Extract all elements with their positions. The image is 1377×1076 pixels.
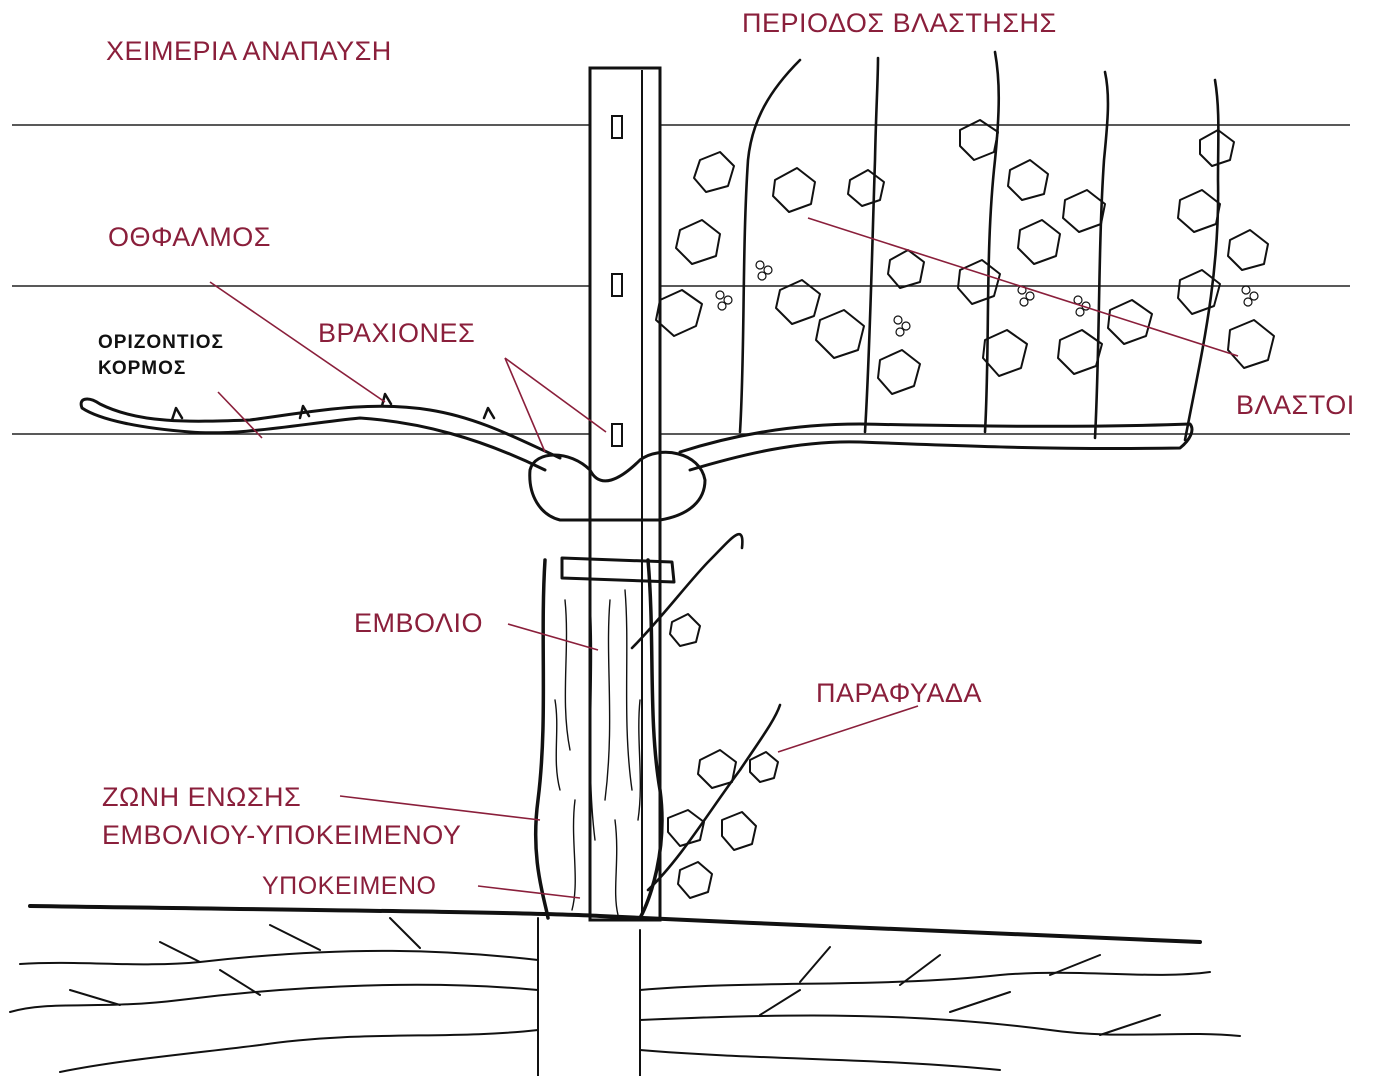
label-sucker: ΠΑΡΑΦΥΑΔΑ bbox=[816, 678, 982, 709]
label-shoots: ΒΛΑΣΤΟΙ bbox=[1236, 390, 1355, 421]
label-horizontal-cordon-line2: ΚΟΡΜΟΣ bbox=[98, 356, 224, 382]
label-winter-rest: ΧΕΙΜΕΡΙΑ ΑΝΑΠΑΥΣΗ bbox=[106, 36, 392, 67]
label-rootstock: ΥΠΟΚΕΙΜΕΝΟ bbox=[262, 872, 436, 901]
sucker-shoot bbox=[648, 705, 780, 898]
label-scion: ΕΜΒΟΛΙΟ bbox=[354, 608, 483, 639]
label-graft-union: ΖΩΝΗ ΕΝΩΣΗΣ ΕΜΒΟΛΙΟΥ-ΥΠΟΚΕΙΜΕΝΟΥ bbox=[102, 778, 461, 854]
label-bud: ΟΘΦΑΛΜΟΣ bbox=[108, 222, 271, 253]
horizontal-cordon-left bbox=[81, 394, 560, 470]
label-horizontal-cordon: ΟΡΙΖΟΝΤΙΟΣ ΚΟΡΜΟΣ bbox=[98, 330, 224, 382]
horizontal-cordon-right bbox=[680, 424, 1192, 470]
trellis-wires bbox=[12, 125, 1350, 434]
label-arms: ΒΡΑΧΙΟΝΕΣ bbox=[318, 318, 475, 349]
label-graft-union-line2: ΕΜΒΟΛΙΟΥ-ΥΠΟΚΕΙΜΕΝΟΥ bbox=[102, 816, 461, 854]
label-graft-union-line1: ΖΩΝΗ ΕΝΩΣΗΣ bbox=[102, 778, 461, 816]
root-system bbox=[10, 918, 1240, 1076]
label-growth-period: ΠΕΡΙΟΔΟΣ ΒΛΑΣΤΗΣΗΣ bbox=[742, 8, 1057, 39]
green-shoots bbox=[740, 52, 1218, 440]
label-horizontal-cordon-line1: ΟΡΙΖΟΝΤΙΟΣ bbox=[98, 330, 224, 356]
trellis-post bbox=[590, 68, 660, 920]
